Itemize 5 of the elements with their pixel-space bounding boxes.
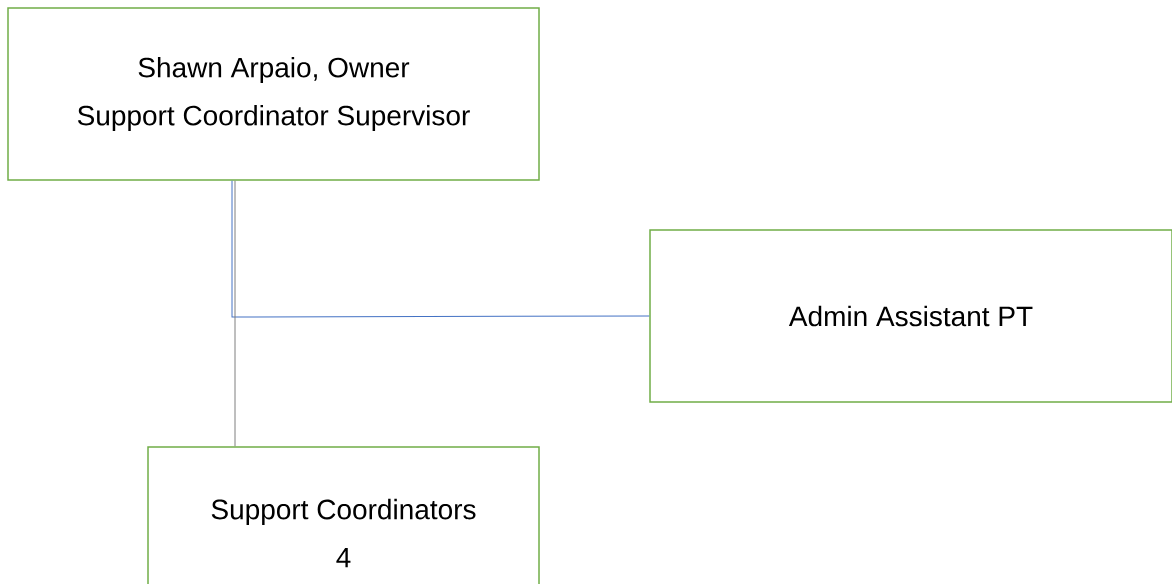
org-box: Admin Assistant PT [649, 229, 1172, 403]
connector-line [234, 180, 236, 447]
connector-line [231, 180, 650, 318]
org-box: Support Coordinators 4 [147, 446, 540, 584]
org-box: Shawn Arpaio, Owner Support Coordinator Supervisor [7, 7, 540, 181]
